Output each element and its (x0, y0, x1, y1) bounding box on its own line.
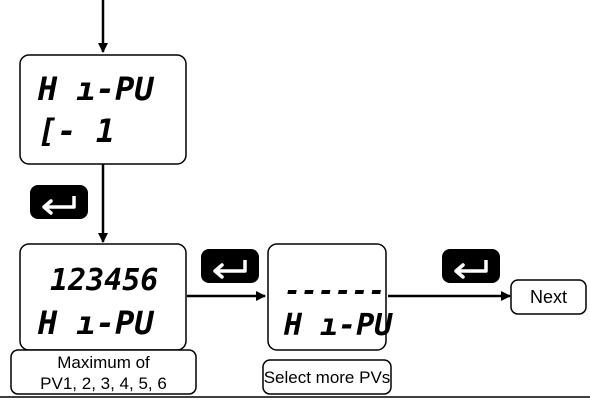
select-more-caption: Select more PVs (262, 359, 392, 395)
enter-key-icon (30, 185, 88, 219)
maximum-caption-line2: PV1, 2, 3, 4, 5, 6 (40, 374, 167, 393)
next-box: Next (510, 279, 587, 315)
enter-key-icon (442, 249, 500, 283)
display-top-line2: [- 1 (38, 112, 115, 150)
display-middle-line1: ------ (284, 274, 385, 307)
display-top: H ı-PU [- 1 (19, 54, 187, 165)
display-middle-line2: H ı-PU (283, 308, 393, 343)
maximum-caption-line1: Maximum of (57, 353, 150, 372)
display-left-line2: H ı-PU (37, 304, 154, 342)
display-left: 123456 H ı-PU (19, 243, 187, 351)
next-label: Next (530, 287, 567, 307)
display-top-line1: H ı-PU (37, 70, 154, 108)
maximum-caption: Maximum of PV1, 2, 3, 4, 5, 6 (10, 349, 197, 395)
select-more-label: Select more PVs (264, 368, 391, 387)
enter-key-icon (201, 249, 259, 283)
display-middle: ------ H ı-PU (267, 243, 393, 351)
display-left-line1: 123456 (50, 263, 158, 298)
